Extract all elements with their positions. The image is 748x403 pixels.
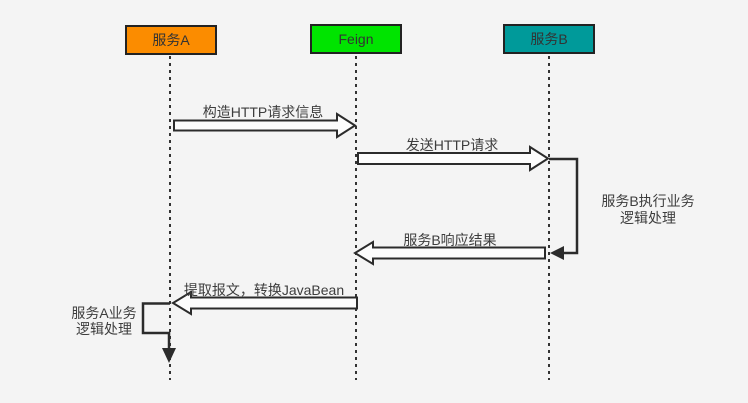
self-loop-service-a-arrowhead (162, 348, 176, 363)
message-label-build-http-request: 构造HTTP请求信息 (202, 104, 324, 120)
actor-box-feign: Feign (310, 24, 402, 54)
self-loop-service-b-arrowhead (550, 246, 564, 260)
message-label-service-b-response: 服务B响应结果 (403, 232, 497, 248)
note-service-a-logic: 服务A业务 逻辑处理 (71, 305, 137, 337)
message-label-extract-message-javabean: 提取报文，转换JavaBean (183, 282, 345, 298)
self-loop-service-b (549, 157, 579, 255)
message-arrow-3 (353, 240, 546, 266)
message-arrow-4 (171, 290, 358, 316)
actor-box-service-b: 服务B (503, 24, 595, 54)
message-arrow-1 (173, 112, 357, 139)
lifeline-service-a (169, 56, 171, 380)
message-arrow-2 (357, 145, 550, 172)
lifeline-service-b (548, 56, 550, 380)
self-loop-service-a (141, 302, 171, 349)
lifeline-feign (355, 56, 357, 380)
message-label-send-http-request: 发送HTTP请求 (405, 137, 499, 153)
note-service-b-logic: 服务B执行业务 逻辑处理 (601, 193, 695, 226)
actor-box-service-a: 服务A (125, 25, 217, 55)
